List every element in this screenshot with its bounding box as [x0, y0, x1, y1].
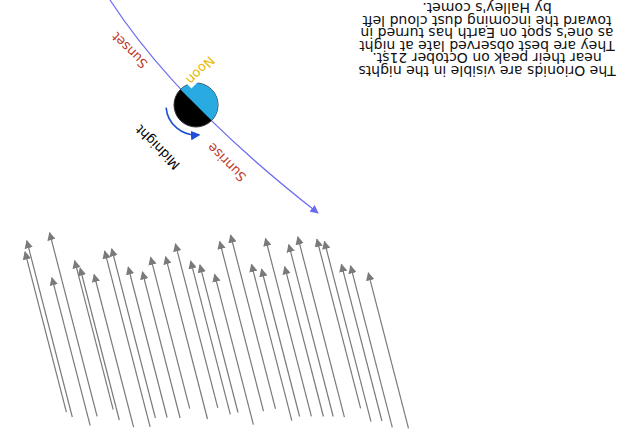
dust-arrow — [231, 235, 276, 409]
dust-arrow — [266, 239, 312, 417]
dust-arrow — [128, 267, 167, 418]
dust-arrow — [94, 275, 134, 428]
earth-day — [180, 83, 218, 121]
dust-arrow — [252, 264, 292, 420]
orbit-line — [110, 0, 318, 213]
dust-arrow — [368, 273, 408, 429]
dust-arrow — [191, 261, 231, 414]
dust-arrow — [351, 266, 393, 428]
dust-arrow — [27, 241, 73, 417]
dust-arrow — [25, 252, 66, 412]
dust-arrow — [52, 278, 90, 426]
dust-arrow — [220, 242, 264, 412]
dust-arrow — [80, 268, 119, 420]
dust-arrow — [215, 274, 254, 424]
time-label: Sunrise — [203, 138, 250, 185]
dust-arrow — [50, 233, 98, 417]
dust-arrow — [262, 269, 300, 417]
rotation-arrow — [166, 108, 199, 135]
dust-arrow — [112, 249, 156, 418]
dust-arrow — [317, 239, 361, 408]
dust-arrow — [324, 242, 371, 422]
dust-arrow — [105, 251, 150, 427]
dust-arrow — [285, 267, 324, 417]
dust-arrows — [25, 233, 409, 429]
earth-night — [174, 83, 218, 127]
dust-arrow — [175, 244, 217, 408]
dust-arrow — [341, 264, 382, 421]
dust-arrow — [151, 257, 190, 408]
time-label: Noon — [182, 52, 219, 89]
dust-arrow — [289, 245, 333, 417]
note-text: The Orionids are visible in the nights n… — [353, 2, 621, 77]
dust-arrow — [200, 265, 238, 413]
time-label: Sunset — [108, 28, 152, 72]
